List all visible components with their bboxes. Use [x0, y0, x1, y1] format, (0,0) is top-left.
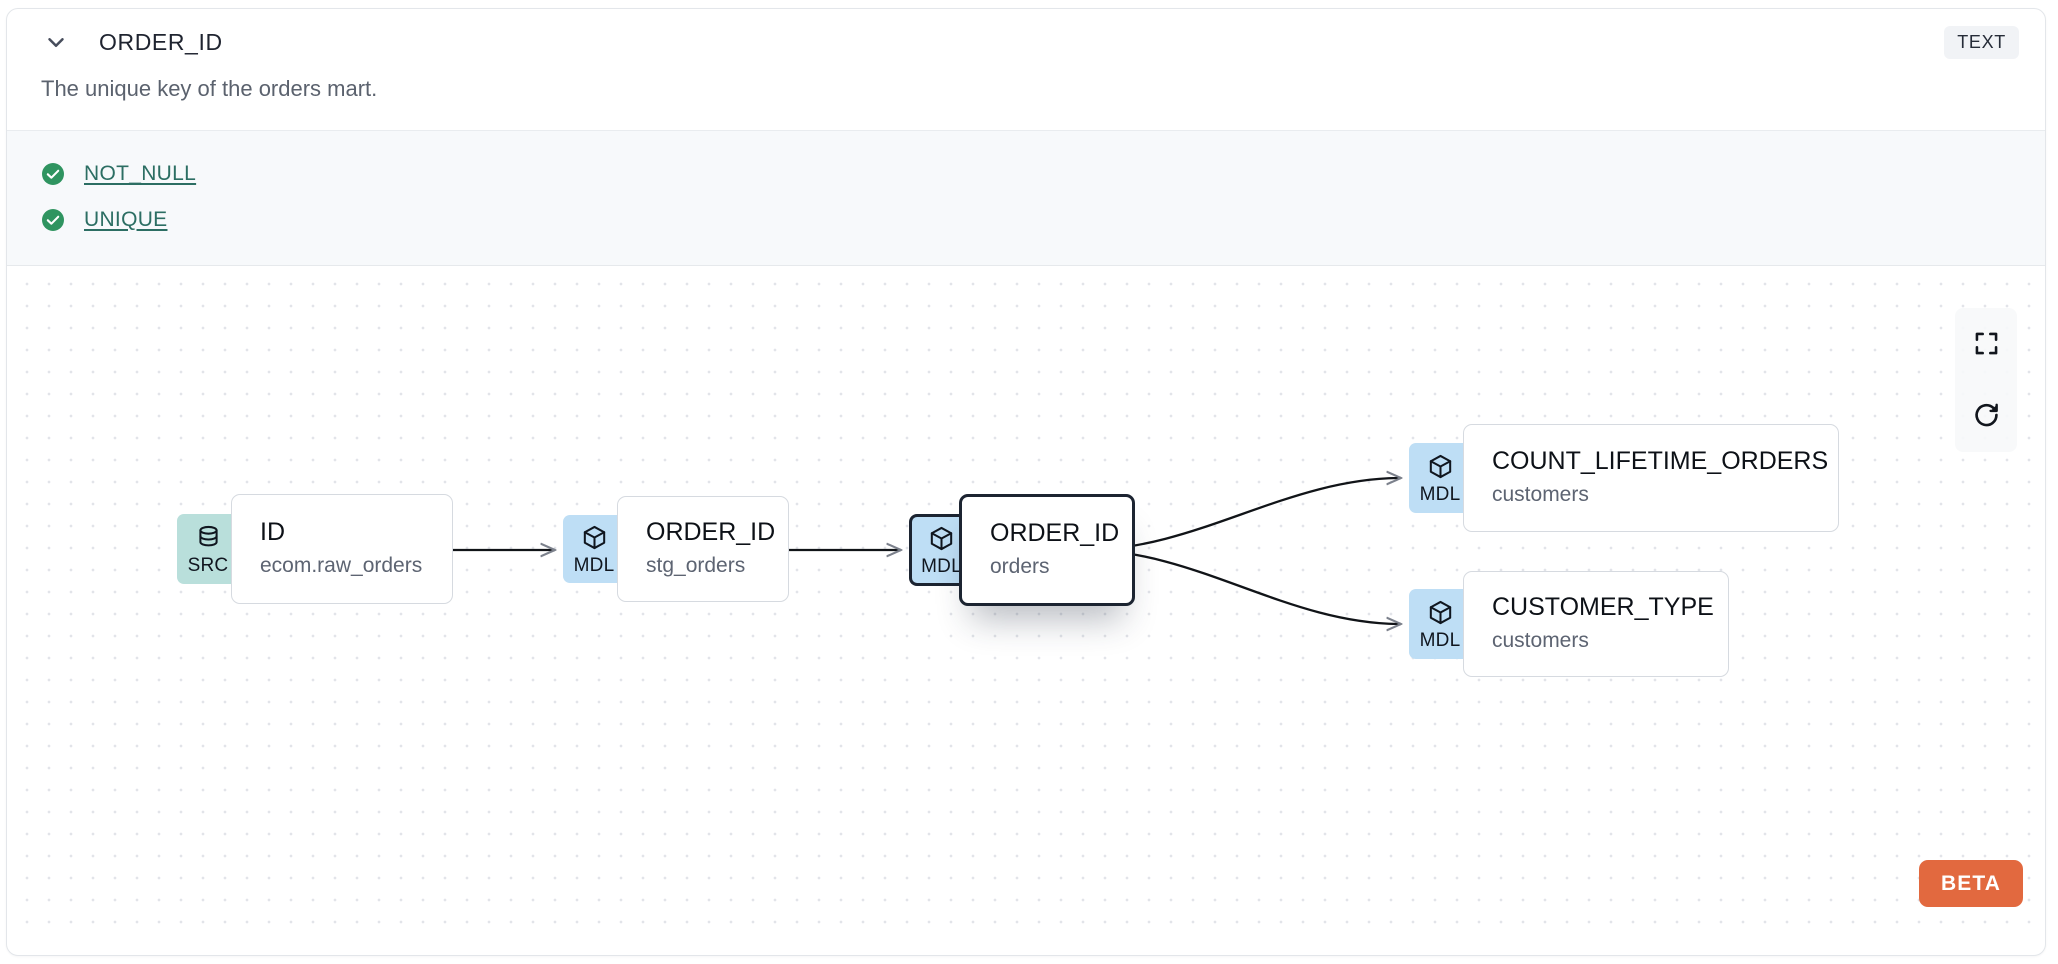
beta-badge[interactable]: BETA	[1918, 859, 2023, 907]
test-link-not-null[interactable]: NOT_NULL	[84, 161, 197, 185]
lineage-node-src[interactable]: SRC ID ecom.raw_orders	[177, 493, 453, 604]
node-subtitle: ecom.raw_orders	[260, 554, 423, 578]
node-body: ORDER_ID orders	[959, 493, 1135, 606]
node-badge-mdl: MDL	[1409, 442, 1471, 513]
cube-icon	[1429, 455, 1451, 479]
node-badge-label: MDL	[1419, 484, 1461, 506]
node-name: COUNT_LIFETIME_ORDERS	[1492, 447, 1829, 476]
node-subtitle: orders	[990, 555, 1050, 579]
fullscreen-icon	[1975, 332, 1997, 355]
column-description: The unique key of the orders mart.	[41, 76, 378, 101]
column-detail-card: ORDER_ID TEXT The unique key of the orde…	[6, 8, 2046, 956]
node-badge-mdl: MDL	[563, 514, 625, 583]
node-name: CUSTOMER_TYPE	[1492, 593, 1714, 622]
node-badge-label: MDL	[1419, 630, 1461, 652]
node-body: COUNT_LIFETIME_ORDERS customers	[1463, 423, 1839, 532]
node-subtitle: stg_orders	[646, 554, 746, 578]
database-icon	[198, 526, 218, 547]
node-badge-src: SRC	[177, 513, 239, 584]
page-title: ORDER_ID	[99, 28, 223, 55]
test-row: UNIQUE	[41, 197, 2011, 243]
graph-controls	[1955, 307, 2017, 452]
cube-icon	[1429, 601, 1451, 625]
cube-icon	[930, 527, 953, 551]
reset-button[interactable]	[1955, 380, 2017, 452]
lineage-node-count-lifetime-orders[interactable]: MDL COUNT_LIFETIME_ORDERS customers	[1409, 423, 1839, 532]
node-body: CUSTOMER_TYPE customers	[1463, 570, 1729, 677]
cube-icon	[583, 526, 605, 550]
card-header: ORDER_ID TEXT	[7, 9, 2045, 75]
check-circle-icon	[42, 162, 64, 185]
lineage-node-stg-orders[interactable]: MDL ORDER_ID stg_orders	[563, 495, 789, 602]
lineage-node-orders-selected[interactable]: MDL ORDER_ID orders	[909, 493, 1135, 606]
data-type-badge: TEXT	[1944, 25, 2019, 59]
test-link-unique[interactable]: UNIQUE	[84, 207, 168, 231]
refresh-icon	[1974, 403, 1998, 427]
test-row: NOT_NULL	[41, 151, 2011, 197]
lineage-graph-canvas[interactable]: SRC ID ecom.raw_orders MDL	[7, 265, 2045, 924]
tests-section: NOT_NULL UNIQUE	[7, 129, 2045, 266]
node-subtitle: customers	[1492, 629, 1589, 653]
node-body: ORDER_ID stg_orders	[617, 495, 789, 602]
check-circle-icon	[42, 208, 64, 231]
node-name: ORDER_ID	[646, 518, 776, 547]
node-body: ID ecom.raw_orders	[231, 493, 453, 604]
node-badge-label: MDL	[921, 556, 962, 578]
node-name: ORDER_ID	[990, 519, 1120, 548]
node-badge-label: MDL	[573, 555, 615, 577]
lineage-node-customer-type[interactable]: MDL CUSTOMER_TYPE customers	[1409, 570, 1729, 677]
node-badge-mdl: MDL	[1409, 588, 1471, 659]
node-name: ID	[260, 518, 285, 547]
chevron-down-icon[interactable]	[41, 27, 71, 57]
fit-view-button[interactable]	[1955, 308, 2017, 380]
node-badge-label: SRC	[187, 555, 229, 577]
node-subtitle: customers	[1492, 483, 1589, 507]
